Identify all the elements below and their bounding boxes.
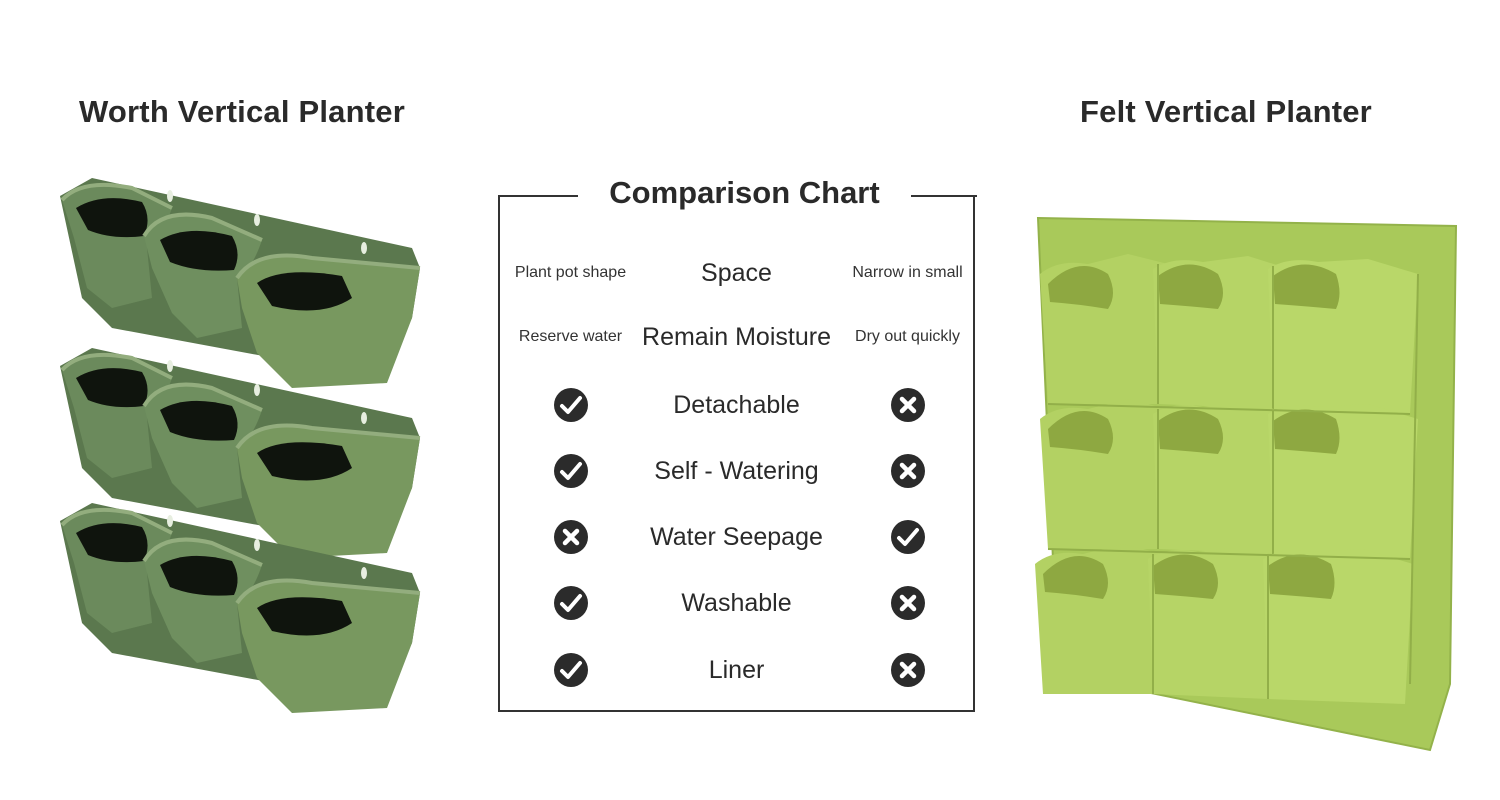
chart-row-moisture: Reserve water Remain Moisture Dry out qu… <box>498 317 975 357</box>
row-right-mark <box>840 583 975 623</box>
comparison-chart-title: Comparison Chart <box>609 175 880 210</box>
cross-icon <box>890 586 925 620</box>
cross-icon <box>890 653 925 687</box>
row-feature-label: Self - Watering <box>654 456 819 485</box>
row-left-text: Plant pot shape <box>514 264 627 281</box>
worth-planter-title: Worth Vertical Planter <box>79 94 405 129</box>
row-right-mark <box>840 650 975 690</box>
row-right-text: Dry out quickly <box>855 328 960 345</box>
check-icon <box>553 653 588 687</box>
cross-icon <box>890 388 925 422</box>
cross-icon <box>890 454 925 488</box>
chart-row-liner: Liner <box>498 650 975 690</box>
check-icon <box>890 520 925 554</box>
cross-icon <box>553 520 588 554</box>
row-right-text: Narrow in small <box>852 264 963 281</box>
row-left-mark <box>498 451 643 491</box>
row-feature-label: Water Seepage <box>650 522 823 551</box>
comparison-chart-box <box>498 195 975 712</box>
row-left-mark <box>498 517 643 557</box>
row-left-mark <box>498 650 643 690</box>
row-feature-label: Remain Moisture <box>642 322 831 351</box>
row-left-text: Reserve water <box>518 328 623 345</box>
row-right-mark <box>840 517 975 557</box>
check-icon <box>553 454 588 488</box>
chart-row-space: Plant pot shape Space Narrow in small <box>498 253 975 293</box>
worth-planter-image <box>58 178 422 715</box>
check-icon <box>553 586 588 620</box>
row-feature-label: Detachable <box>673 390 800 419</box>
chart-border-top-right <box>911 195 977 197</box>
row-feature-label: Liner <box>708 655 765 684</box>
chart-row-detachable: Detachable <box>498 385 975 425</box>
row-left-mark <box>498 385 643 425</box>
chart-row-self-watering: Self - Watering <box>498 451 975 491</box>
row-left-mark <box>498 583 643 623</box>
felt-planter-image <box>1034 216 1458 752</box>
row-feature-label: Washable <box>681 588 792 617</box>
row-right-mark <box>840 385 975 425</box>
chart-border-top-left <box>498 195 578 197</box>
check-icon <box>553 388 588 422</box>
chart-row-washable: Washable <box>498 583 975 623</box>
row-feature-label: Space <box>701 258 772 287</box>
chart-row-water-seepage: Water Seepage <box>498 517 975 557</box>
row-right-mark <box>840 451 975 491</box>
felt-planter-title: Felt Vertical Planter <box>1080 94 1372 129</box>
